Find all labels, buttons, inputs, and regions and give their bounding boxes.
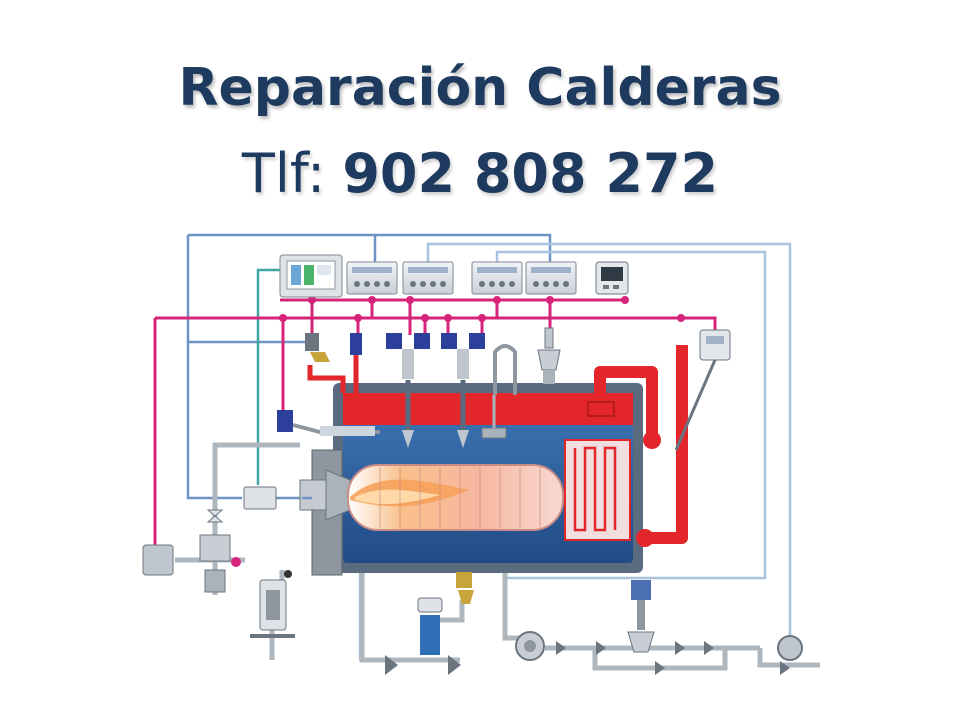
heat-exchanger-coil (564, 439, 631, 541)
phone-number: 902 808 272 (342, 142, 719, 205)
check-valves (556, 641, 790, 675)
valve-icon (199, 509, 241, 593)
valve-icon (456, 572, 474, 604)
level-probe (441, 333, 485, 448)
valve-icon (537, 327, 561, 384)
sensor-icon (674, 329, 731, 451)
controller-icon (346, 261, 398, 295)
phone-line: Tlf: 902 808 272 (0, 142, 960, 205)
steam-nozzle (587, 401, 615, 417)
touch-panel-icon (279, 254, 343, 298)
controller-icon (402, 261, 454, 295)
controller-icon (525, 261, 577, 295)
valve-icon (350, 333, 362, 393)
phone-label: Tlf: (241, 142, 326, 205)
junction-dots (279, 296, 685, 322)
pump-icon (777, 635, 803, 661)
pipe-joint (643, 431, 661, 449)
gas-regulator-icon (142, 544, 174, 576)
filter-icon (250, 570, 295, 638)
burner-controller-icon (243, 486, 277, 510)
burner-icon (299, 449, 351, 576)
pipe-joint (636, 529, 654, 547)
signal-lines-magenta (153, 298, 717, 545)
pump-icon (515, 631, 545, 661)
actuator-icon (277, 410, 380, 436)
level-gauge (493, 344, 517, 395)
control-valve-icon (627, 580, 655, 653)
controller-icon (471, 261, 523, 295)
signal-lines-blue (186, 233, 792, 660)
level-gauge-glass (481, 427, 507, 439)
page-title: Reparación Calderas (178, 58, 782, 118)
valve-icon (305, 333, 346, 393)
valve-icon (385, 597, 461, 675)
furnace-tube (347, 464, 564, 531)
signal-line-teal (256, 268, 285, 485)
display-icon (595, 261, 629, 295)
level-probe (386, 333, 430, 448)
